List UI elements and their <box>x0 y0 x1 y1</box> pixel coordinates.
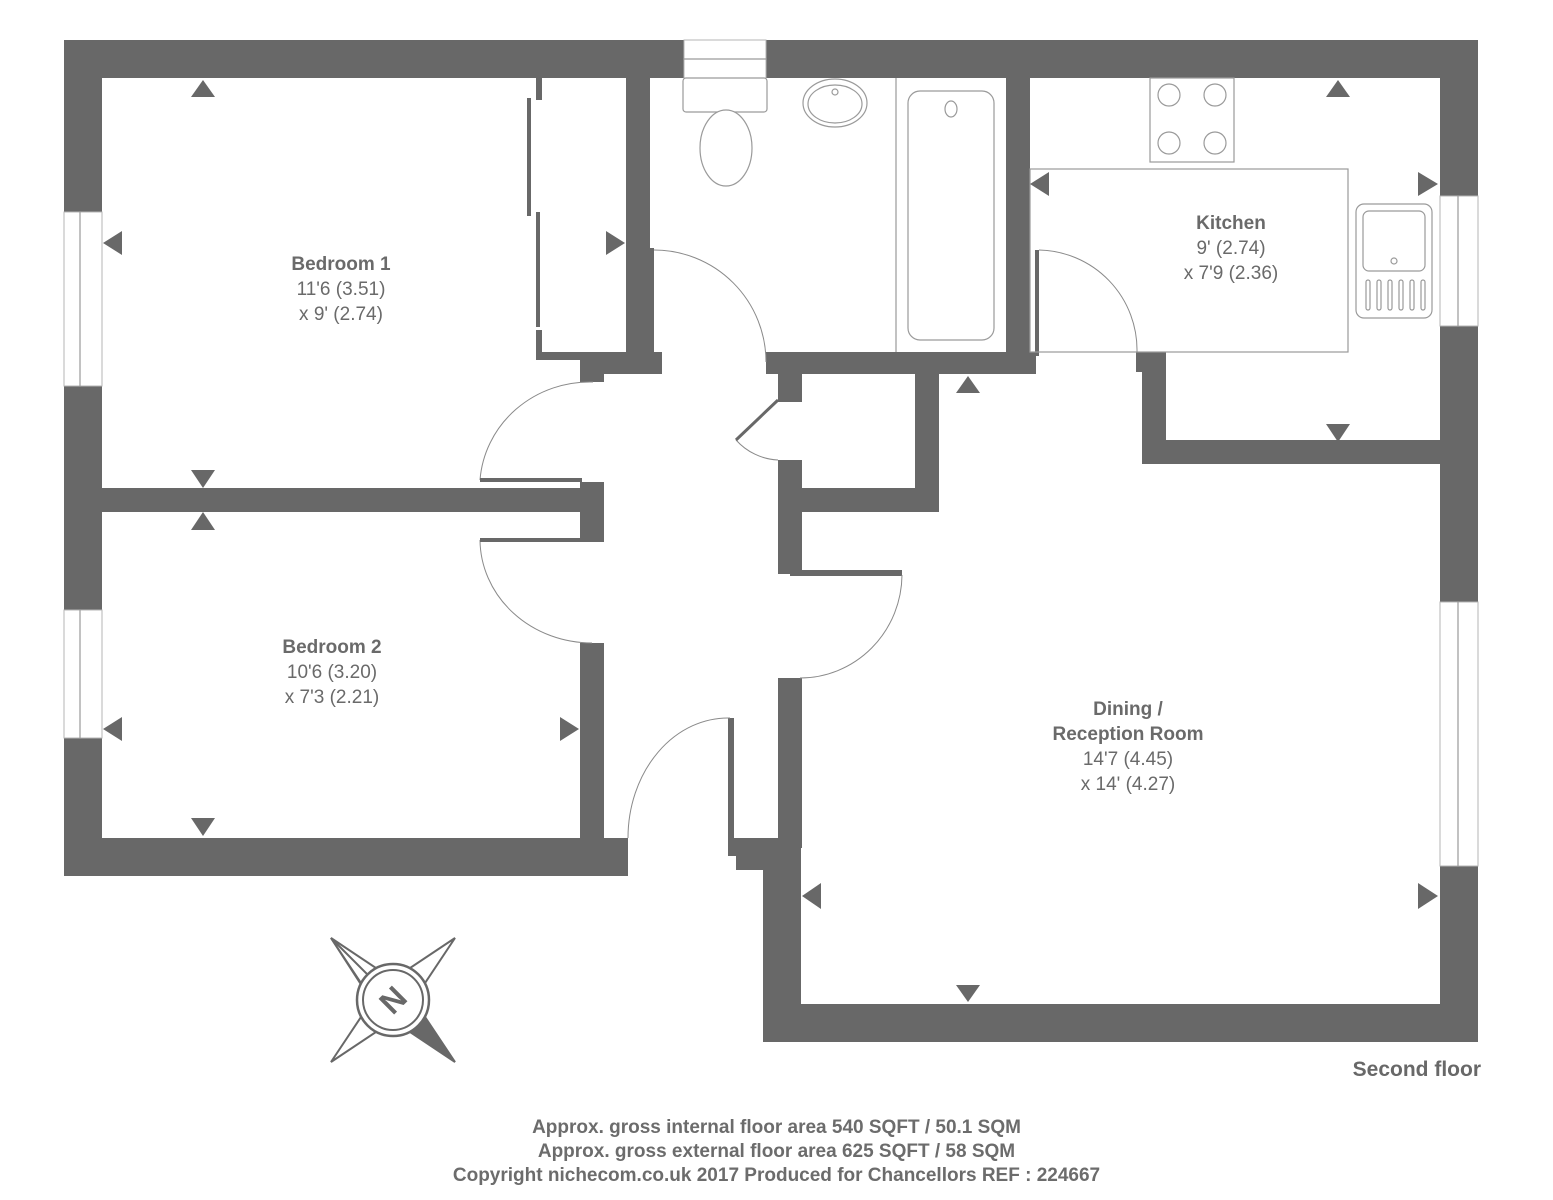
room-dimension-1: 9' (2.74) <box>1196 238 1266 259</box>
room-dimension-2: x 7'3 (2.21) <box>284 687 380 708</box>
room-name: Bedroom 1 <box>291 254 391 275</box>
room-label-kitchen: Kitchen 9' (2.74) x 7'9 (2.36) <box>1184 211 1278 286</box>
room-name: Bedroom 2 <box>282 637 382 658</box>
internal-area-text: Approx. gross internal floor area 540 SQ… <box>532 1117 1021 1138</box>
walls <box>64 40 1478 1042</box>
room-name: Dining / <box>1093 699 1163 720</box>
door-swings <box>479 249 1138 839</box>
room-dimension-2: x 14' (4.27) <box>1080 774 1176 795</box>
room-dimension-1: 14'7 (4.45) <box>1082 749 1174 770</box>
room-dimension-1: 11'6 (3.51) <box>296 279 386 300</box>
room-name-line-2: Reception Room <box>1052 724 1204 745</box>
room-dimension-2: x 7'9 (2.36) <box>1183 263 1279 284</box>
room-dimension-2: x 9' (2.74) <box>299 304 383 325</box>
room-name: Kitchen <box>1196 213 1266 234</box>
toilet-cistern <box>682 77 768 113</box>
toilet-bowl-icon <box>699 109 753 187</box>
bathroom-fixtures <box>682 77 995 352</box>
room-label-bedroom-2: Bedroom 2 10'6 (3.20) x 7'3 (2.21) <box>282 635 381 710</box>
windows <box>63 39 1479 867</box>
kitchen-fixtures <box>1029 77 1433 353</box>
footer: Approx. gross internal floor area 540 SQ… <box>0 1116 1553 1188</box>
dimension-arrows <box>103 80 1438 1002</box>
compass-north-icon: N <box>330 937 456 1063</box>
room-label-dining-reception: Dining / Reception Room 14'7 (4.45) x 14… <box>1053 697 1204 797</box>
bath-icon <box>907 90 995 341</box>
copyright-text: Copyright nichecom.co.uk 2017 Produced f… <box>452 1165 1101 1186</box>
room-dimension-1: 10'6 (3.20) <box>286 662 378 683</box>
room-label-bedroom-1: Bedroom 1 11'6 (3.51) x 9' (2.74) <box>291 252 390 327</box>
external-area-text: Approx. gross external floor area 625 SQ… <box>537 1141 1016 1162</box>
floor-label: Second floor <box>1352 1058 1481 1081</box>
